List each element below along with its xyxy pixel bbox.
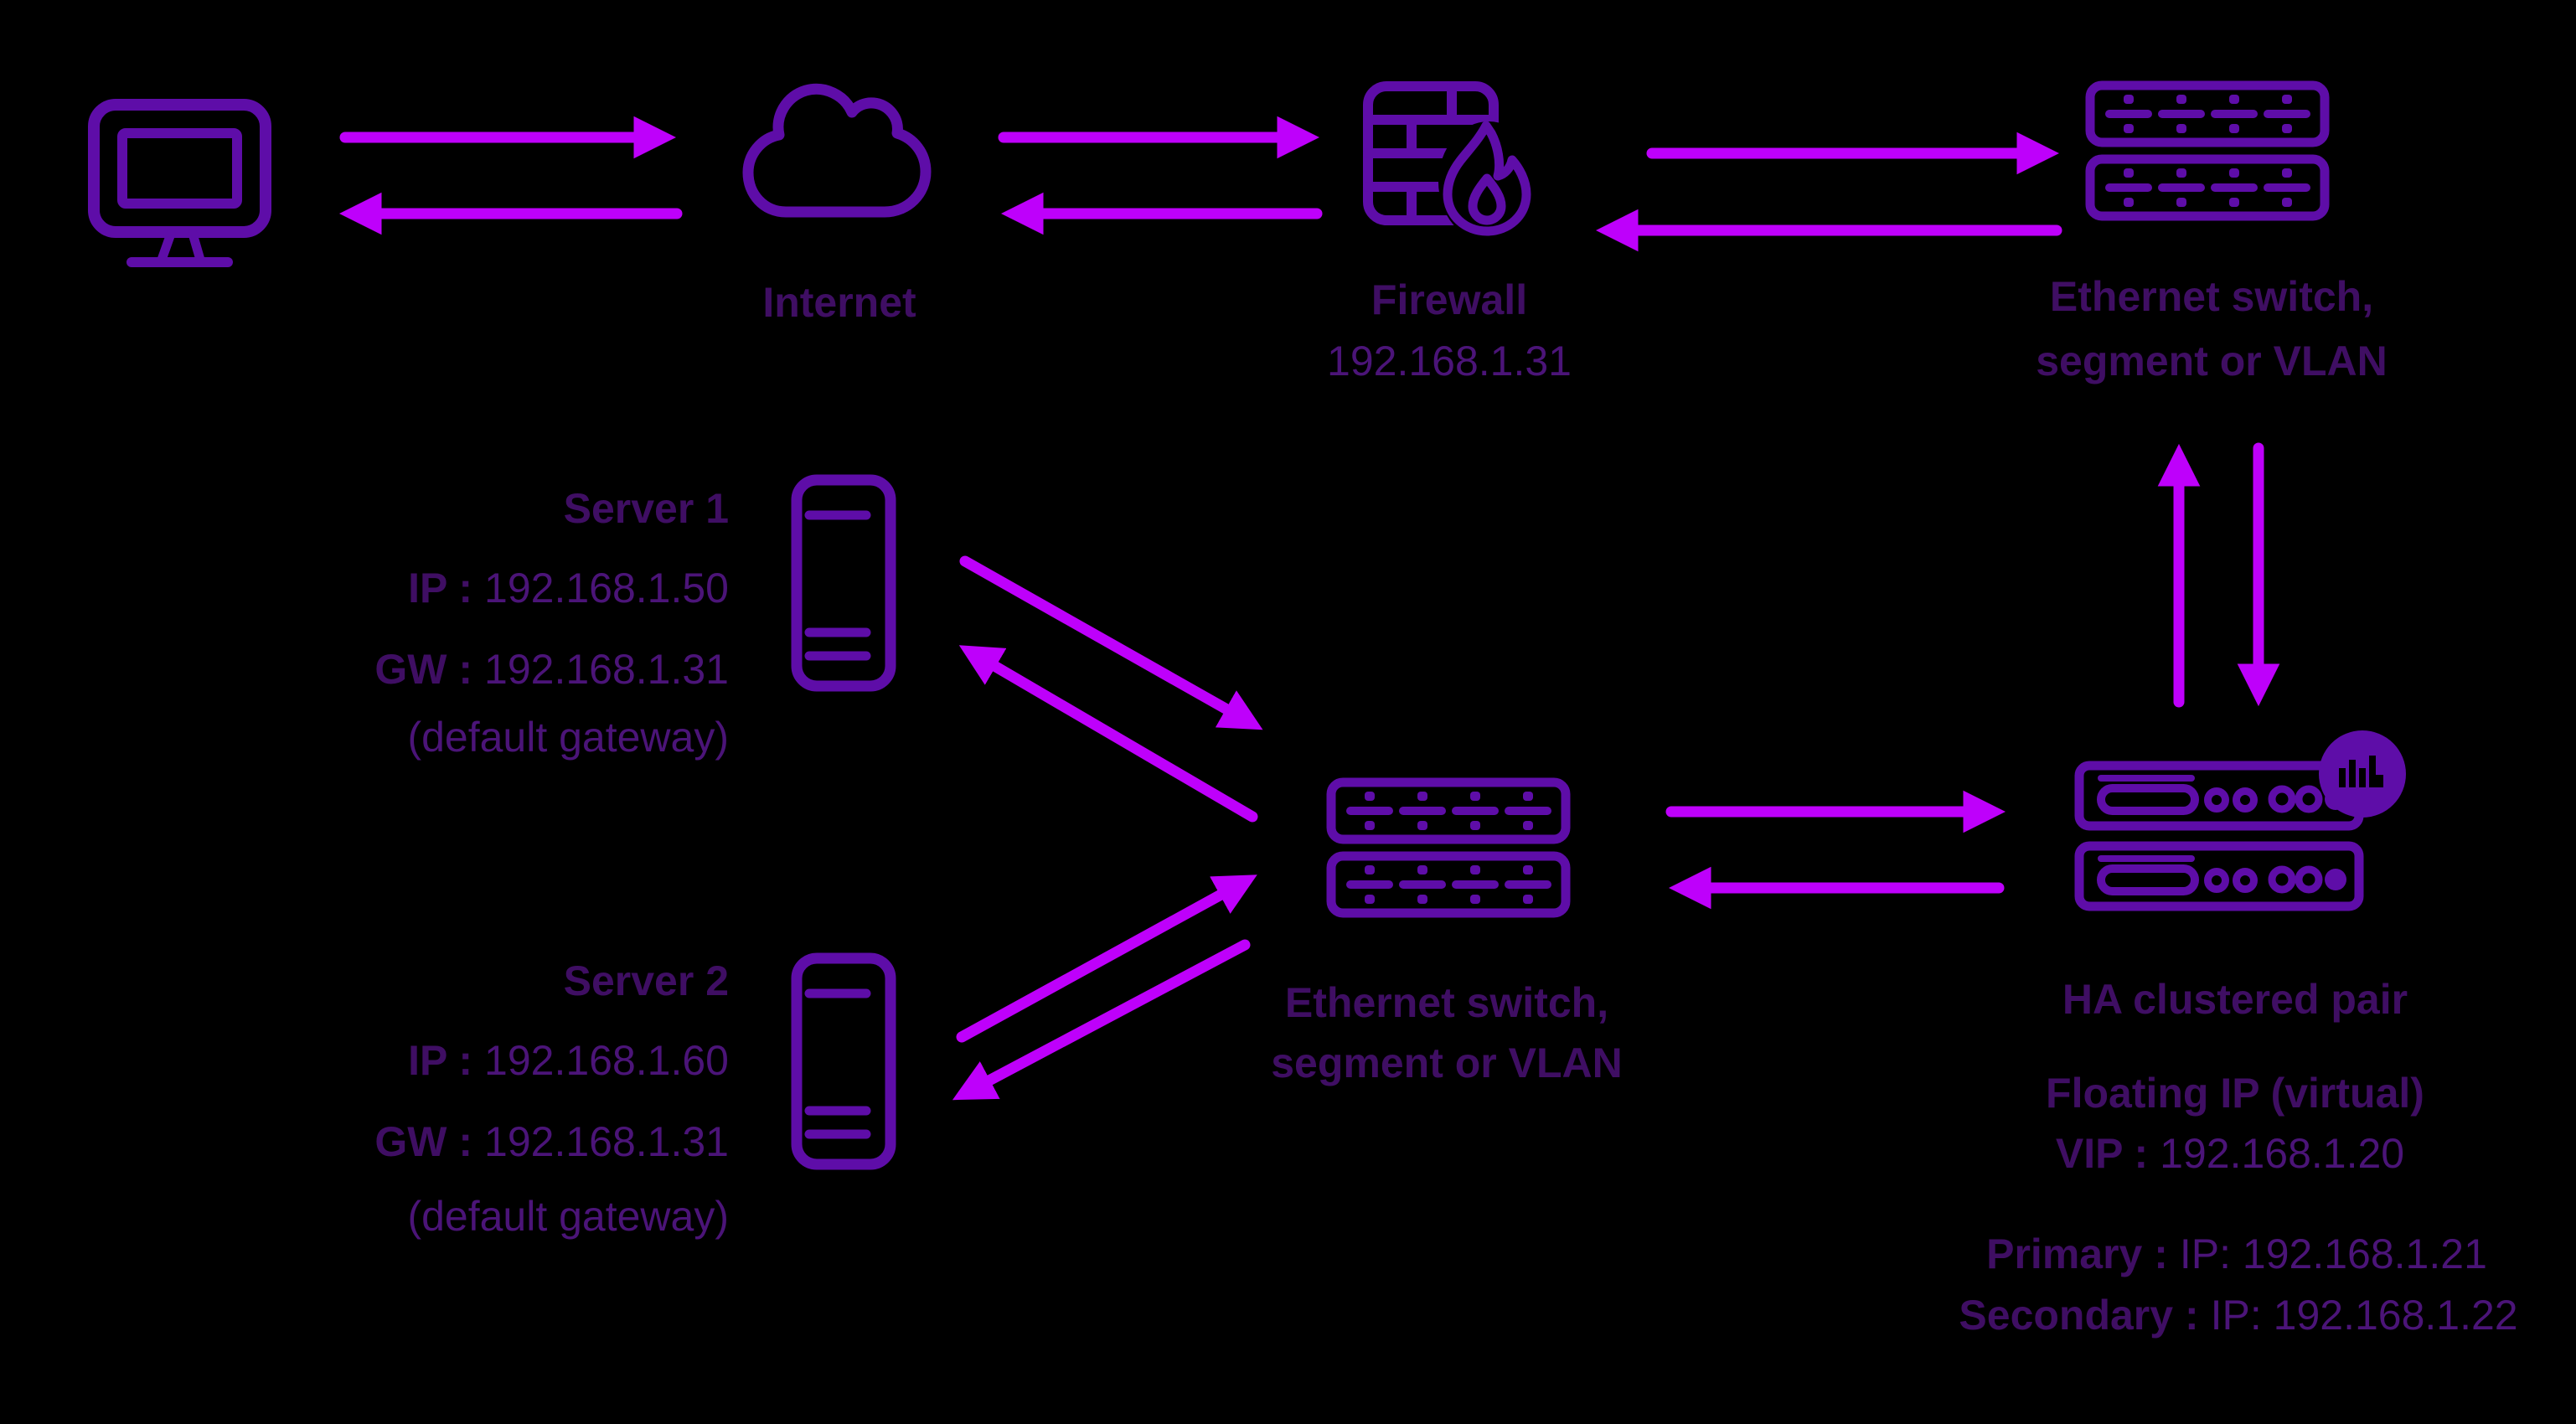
tower-server-icon — [791, 474, 896, 692]
internet-label: Internet — [762, 279, 916, 326]
desktop-computer-icon — [88, 99, 271, 267]
server1-ip-value: 192.168.1.50 — [484, 565, 729, 611]
ha-primary-label: Primary : — [1986, 1231, 2168, 1277]
server2-gw: GW :192.168.1.31 — [374, 1117, 729, 1167]
brick-wall-flame-icon — [1363, 81, 1539, 242]
tower-server-icon — [791, 952, 896, 1170]
ha-secondary-value: IP: 192.168.1.22 — [2210, 1292, 2518, 1339]
server2-name: Server 2 — [563, 957, 729, 1004]
ha-vip: VIP :192.168.1.20 — [2056, 1128, 2404, 1179]
ha-primary-value: IP: 192.168.1.21 — [2179, 1231, 2487, 1277]
ha-primary: Primary :IP: 192.168.1.21 — [1986, 1229, 2487, 1279]
server2-ip: IP :192.168.1.60 — [408, 1035, 729, 1086]
ha-floating-ip-label: Floating IP (virtual) — [2046, 1070, 2424, 1117]
mid-switch-label-line2: segment or VLAN — [1271, 1040, 1623, 1086]
firewall-ip: 192.168.1.31 — [1327, 338, 1572, 384]
top-switch-label-line2: segment or VLAN — [2036, 338, 2388, 384]
server1-gw-value: 192.168.1.31 — [484, 646, 729, 693]
server2-ip-value: 192.168.1.60 — [484, 1037, 729, 1084]
ethernet-switch-stack-icon — [2085, 80, 2330, 221]
ha-secondary: Secondary :IP: 192.168.1.22 — [1959, 1290, 2517, 1340]
ha-pair-title: HA clustered pair — [2062, 976, 2408, 1023]
arrow-switch-to-server1 — [958, 645, 1258, 823]
server1-name: Server 1 — [563, 485, 729, 532]
top-switch-label-line1: Ethernet switch, — [2049, 273, 2374, 320]
arrow-server2-to-switch — [956, 875, 1257, 1043]
server1-ip-label: IP : — [408, 565, 473, 611]
ethernet-switch-stack-icon — [1326, 777, 1571, 918]
ha-vip-label: VIP : — [2055, 1130, 2149, 1177]
server1-gateway-note: (default gateway) — [407, 714, 729, 761]
ha-vip-value: 192.168.1.20 — [2160, 1130, 2405, 1177]
rack-server-pair-icon — [2074, 761, 2364, 911]
server2-gw-label: GW : — [374, 1118, 473, 1165]
loadbalancer-bars-badge-icon — [2319, 730, 2406, 818]
arrow-server1-to-switch — [959, 555, 1263, 730]
firewall-label: Firewall — [1371, 276, 1528, 323]
server1-gw: GW :192.168.1.31 — [374, 644, 729, 694]
arrow-switch-to-server2 — [952, 939, 1251, 1101]
server2-ip-label: IP : — [408, 1037, 473, 1084]
server2-gateway-note: (default gateway) — [407, 1193, 729, 1240]
mid-switch-label-line1: Ethernet switch, — [1284, 979, 1609, 1026]
server1-ip: IP :192.168.1.50 — [408, 563, 729, 613]
server1-gw-label: GW : — [374, 646, 473, 693]
cloud-icon — [742, 83, 932, 218]
ha-secondary-label: Secondary : — [1959, 1292, 2199, 1339]
server2-gw-value: 192.168.1.31 — [484, 1118, 729, 1165]
